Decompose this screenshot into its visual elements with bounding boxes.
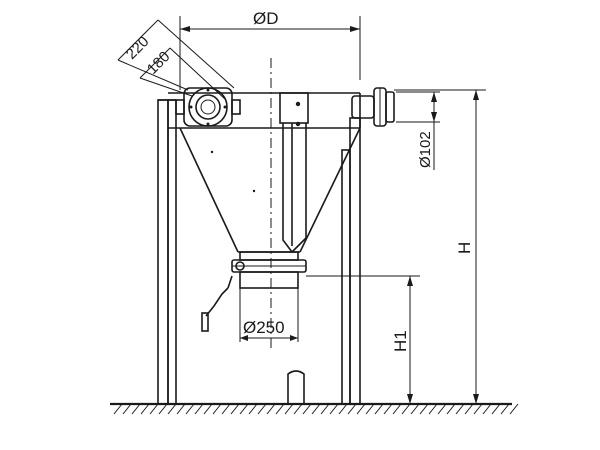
- hatch-line: [230, 403, 240, 415]
- height-h-label: H: [455, 242, 474, 254]
- pipe-diameter-label: Ø102: [417, 131, 434, 168]
- hatch-line: [122, 403, 132, 415]
- hatch-line: [383, 403, 393, 415]
- hopper-top-band: [168, 92, 361, 129]
- hatch-line: [275, 403, 285, 415]
- left-leg-outer: [157, 99, 169, 405]
- hatch-line: [392, 403, 402, 415]
- hatch-line: [464, 403, 474, 415]
- hatch-line: [158, 403, 168, 415]
- hatch-line: [113, 403, 123, 415]
- dimension-outlet-diameter: Ø250: [239, 288, 299, 342]
- hatch-line: [140, 403, 150, 415]
- hatch-line: [221, 403, 231, 415]
- hatch-line: [455, 403, 465, 415]
- hatch-line: [419, 403, 429, 415]
- hatch-line: [356, 403, 366, 415]
- hatch-line: [203, 403, 213, 415]
- hatch-line: [239, 403, 249, 415]
- hatch-line: [167, 403, 177, 415]
- hatch-line: [266, 403, 276, 415]
- height-h1-label: H1: [391, 330, 410, 352]
- hatch-line: [212, 403, 222, 415]
- hatch-line: [131, 403, 141, 415]
- inner-chute: [279, 92, 309, 254]
- hatch-line: [149, 403, 159, 415]
- flange-outer-label: 220: [123, 33, 153, 63]
- hatch-line: [491, 403, 501, 415]
- hatch-line: [428, 403, 438, 415]
- hatch-line: [257, 403, 267, 415]
- hatch-line: [401, 403, 411, 415]
- hatch-line: [365, 403, 375, 415]
- hatch-line: [329, 403, 339, 415]
- hatch-line: [338, 403, 348, 415]
- hopper-cone: [179, 127, 361, 253]
- dimension-height-h1: H1: [306, 275, 420, 404]
- hatch-line: [482, 403, 492, 415]
- outlet-diameter-label: Ø250: [243, 318, 285, 337]
- diameter-d-label: ØD: [253, 9, 279, 28]
- hatch-line: [509, 403, 519, 415]
- hatch-line: [302, 403, 312, 415]
- hatch-line: [410, 403, 420, 415]
- support-frame: [157, 99, 361, 405]
- hatch-line: [248, 403, 258, 415]
- dimension-height-h: H: [394, 89, 486, 404]
- dimension-diameter-d: ØD: [179, 9, 361, 90]
- dimension-pipe-diameter: Ø102: [396, 91, 440, 170]
- hatch-line: [284, 403, 294, 415]
- hatch-line: [320, 403, 330, 415]
- ground-standpipe: [287, 370, 305, 404]
- hatch-line: [347, 403, 357, 415]
- ground-hatching: [113, 403, 519, 415]
- right-leg-outer: [349, 117, 361, 405]
- hatch-line: [437, 403, 447, 415]
- hatch-line: [185, 403, 195, 415]
- hatch-line: [176, 403, 186, 415]
- right-leg-inner: [341, 149, 351, 405]
- hatch-line: [374, 403, 384, 415]
- left-leg-inner: [167, 99, 177, 405]
- ground: [110, 402, 519, 415]
- top-inlet-flange: [175, 87, 241, 127]
- hatch-line: [446, 403, 456, 415]
- hatch-line: [473, 403, 483, 415]
- bottom-outlet-valve: [201, 251, 307, 332]
- hatch-line: [293, 403, 303, 415]
- side-pipe-connection: [351, 87, 395, 127]
- hatch-line: [194, 403, 204, 415]
- hatch-line: [500, 403, 510, 415]
- hatch-line: [311, 403, 321, 415]
